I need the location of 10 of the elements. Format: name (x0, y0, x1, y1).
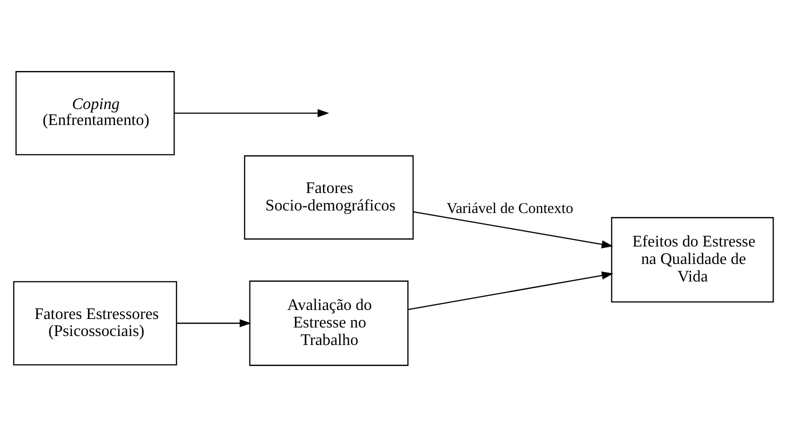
node-box: Efeitos do Estresse na Qualidade de Vida (611, 217, 774, 302)
node-box: Fatores Socio-demográficos (244, 155, 414, 240)
node-box: Coping (Enfrentamento) (15, 71, 175, 156)
node-box: Fatores Estressores (Psicossociais) (13, 281, 178, 366)
edge-label: Variável de Contexto (446, 200, 574, 217)
arrow (413, 211, 614, 248)
arrow (176, 319, 252, 328)
arrow (408, 271, 614, 310)
node-box: Avaliação do Estresse no Trabalho (249, 280, 408, 366)
arrow (174, 109, 330, 118)
